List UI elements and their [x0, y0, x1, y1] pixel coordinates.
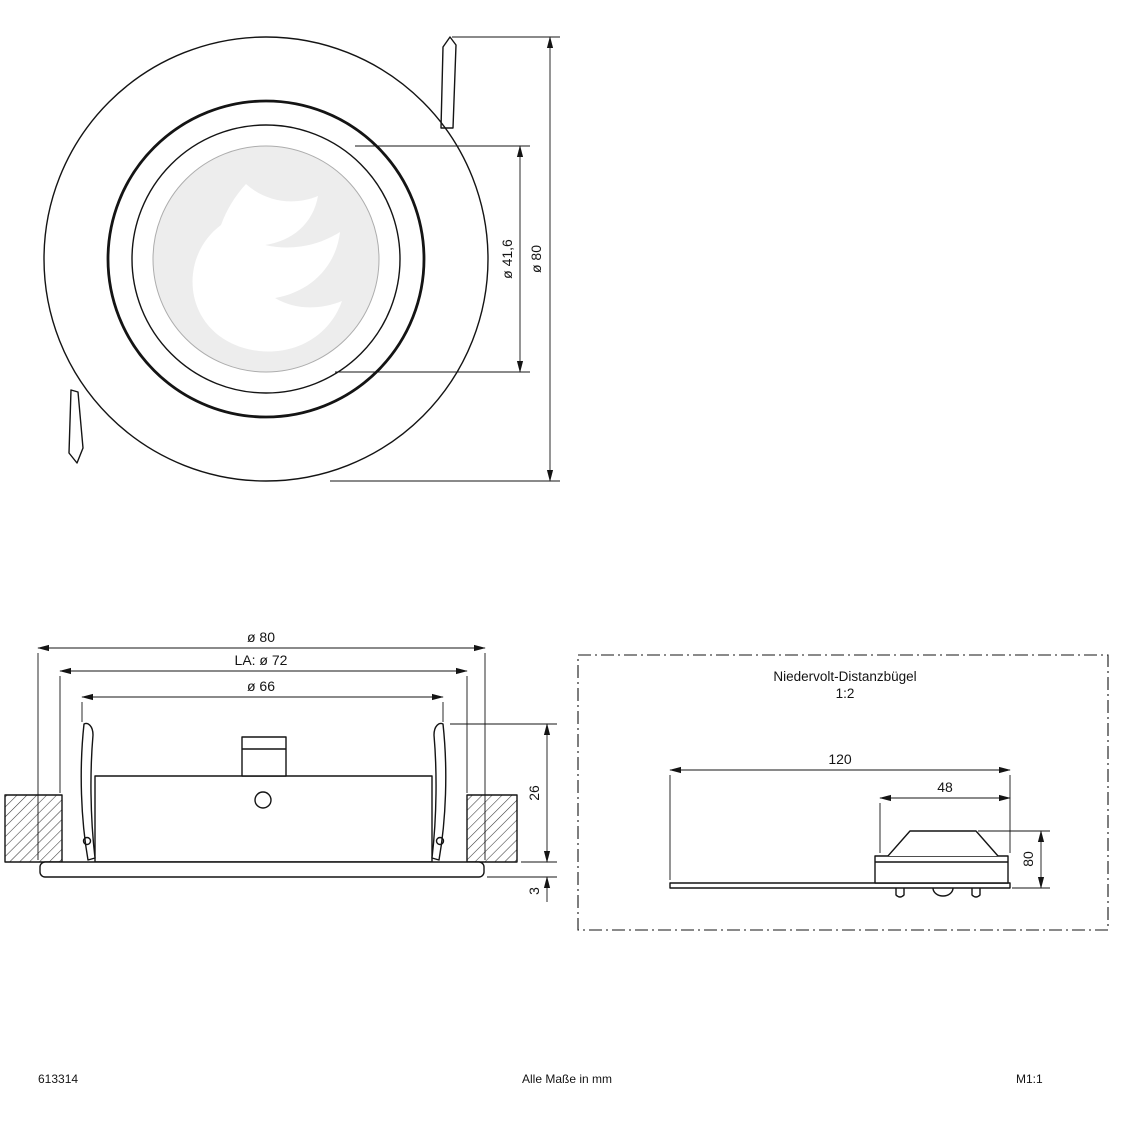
bracket-center-bump-icon [932, 887, 954, 897]
ceiling-cut-left [4, 794, 63, 863]
front-outer-diameter-label: ø 80 [528, 245, 544, 273]
section-depth-label: 26 [526, 785, 542, 801]
article-number: 613314 [38, 1072, 78, 1086]
outer-rim-circle [43, 36, 489, 482]
detail-length-label: 120 [828, 751, 852, 767]
section-cutout-label: LA: ø 72 [235, 652, 288, 668]
bezel-ring-circle [106, 99, 426, 419]
glass-reflection-icon [192, 184, 342, 352]
section-outer-diameter-label: ø 80 [247, 629, 275, 645]
detail-dimensions [669, 766, 1050, 889]
spring-clip-right-icon [431, 722, 447, 861]
bracket-base [874, 855, 1009, 884]
spring-clip-left-pin [82, 836, 92, 846]
bracket-hook-right-icon [971, 888, 981, 898]
detail-title: Niedervolt-Distanzbügel [773, 669, 916, 684]
section-flange-label: 3 [526, 887, 542, 895]
bracket-top [887, 830, 999, 857]
section-body-diameter-label: ø 66 [247, 678, 275, 694]
detail-scale: 1:2 [836, 686, 855, 701]
front-view-dimensions [330, 36, 560, 482]
section-view-dimensions [37, 644, 557, 902]
detail-bracket-width-label: 48 [937, 779, 953, 795]
detail-part [669, 830, 1011, 898]
section-view [4, 722, 518, 878]
housing-body [94, 775, 433, 863]
units-note: Alle Maße in mm [522, 1072, 612, 1086]
screw-hole [254, 791, 272, 809]
spring-clip-left-icon [80, 722, 96, 861]
trim-flange [39, 861, 485, 878]
mounting-clip-bottom-icon [68, 389, 84, 464]
detail-border [577, 654, 1109, 931]
lampholder-block [241, 736, 287, 777]
distance-rail [669, 882, 1011, 889]
mounting-clip-top-icon [440, 36, 457, 129]
front-view [43, 36, 489, 482]
ceiling-cut-right [466, 794, 518, 863]
front-glass-diameter-label: ø 41,6 [499, 239, 515, 279]
spring-clip-right-pin [435, 836, 445, 846]
drawing-scale: M1:1 [1016, 1072, 1043, 1086]
bracket-hook-left-icon [895, 888, 905, 898]
inner-ring-circle [131, 124, 401, 394]
detail-height-label: 80 [1020, 851, 1036, 867]
